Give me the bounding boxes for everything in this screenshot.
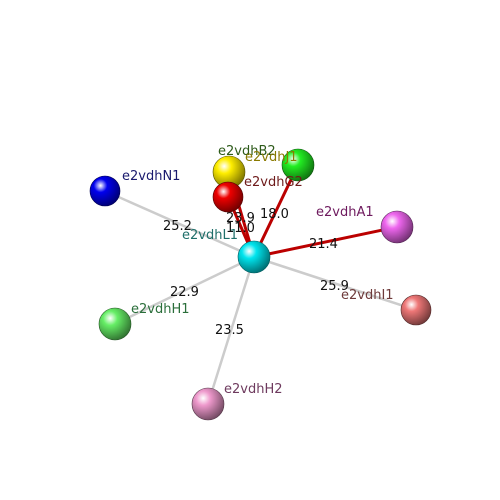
bond-e2vdhN1	[103, 189, 256, 259]
sphere-e2vdhG2	[212, 181, 244, 213]
bond-e2vdhJ1	[252, 163, 300, 259]
distance-label-e2vdhI1: 25.9	[320, 279, 349, 294]
bond-e2vdhH2	[206, 255, 256, 406]
distance-label-e2vdhH1: 22.9	[170, 285, 199, 300]
bond-e2vdhA1	[252, 225, 399, 259]
sphere-e2vdhN1	[89, 175, 121, 207]
node-label-e2vdhA1: e2vdhA1	[316, 205, 374, 220]
sphere-e2vdhI1	[400, 294, 432, 326]
sphere-layer	[89, 148, 432, 421]
sphere-e2vdhH2	[191, 387, 225, 421]
distance-label-layer: 25.2 23.9 18.0 11.0 21.4 25.9 22.9 23.5	[163, 207, 349, 338]
bond-layer	[103, 163, 418, 406]
sphere-center	[237, 240, 271, 274]
distance-label-e2vdhN1: 25.2	[163, 219, 192, 234]
node-label-e2vdhG2: e2vdhG2	[244, 175, 303, 190]
node-label-center: e2vdhL1	[182, 228, 238, 243]
sphere-e2vdhJ1	[281, 148, 315, 182]
node-label-e2vdhN1: e2vdhN1	[122, 169, 180, 184]
sphere-e2vdhA1	[380, 210, 414, 244]
node-label-e2vdhI1: e2vdhI1	[341, 288, 394, 303]
bond-e2vdhI1	[252, 255, 418, 312]
node-label-e2vdhB2: e2vdhB2	[218, 144, 276, 159]
node-label-e2vdhH1: e2vdhH1	[131, 302, 190, 317]
bond-e2vdhH1	[113, 255, 256, 326]
distance-label-e2vdhJ1: 18.0	[260, 207, 289, 222]
distance-label-e2vdhG2: 11.0	[226, 221, 255, 236]
distance-label-e2vdhB2: 23.9	[226, 211, 255, 226]
node-label-e2vdhJ1: e2vdhJ1	[245, 150, 298, 165]
distance-label-e2vdhA1: 21.4	[309, 237, 338, 252]
sphere-e2vdhH1	[98, 307, 132, 341]
node-label-e2vdhH2: e2vdhH2	[224, 382, 283, 397]
distance-label-e2vdhH2: 23.5	[215, 323, 244, 338]
